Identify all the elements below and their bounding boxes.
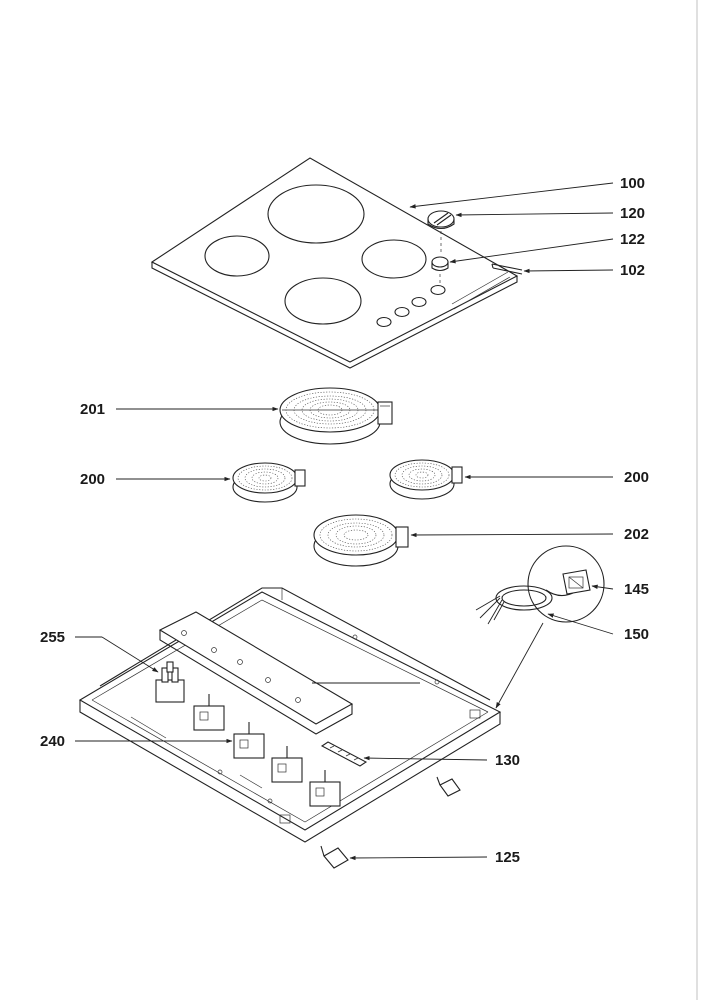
trim-profile <box>491 263 523 275</box>
radiant-heating-element-small-right <box>389 459 463 500</box>
callout-201: 201 <box>80 401 105 418</box>
callout-102: 102 <box>620 262 645 279</box>
energy-regulator-3 <box>271 746 303 783</box>
callout-200-right: 200 <box>624 469 649 486</box>
mains-cable-detail <box>475 545 605 625</box>
energy-regulator-2 <box>233 722 265 759</box>
switch-mounting-bar <box>158 611 354 735</box>
leader-lines <box>75 182 614 861</box>
callout-150: 150 <box>624 626 649 643</box>
radiant-heating-element-large <box>279 387 393 445</box>
fixing-clip-1 <box>436 776 461 797</box>
switch-assembly <box>155 661 185 703</box>
callout-240: 240 <box>40 733 65 750</box>
callout-255: 255 <box>40 629 65 646</box>
callout-120: 120 <box>620 205 645 222</box>
glass-ceramic-hob-top <box>150 157 519 369</box>
control-knob <box>427 210 455 254</box>
terminal-strip <box>320 741 368 767</box>
fixing-clip-2 <box>320 845 349 869</box>
callout-202: 202 <box>624 526 649 543</box>
callout-200-left: 200 <box>80 471 105 488</box>
callout-100: 100 <box>620 175 645 192</box>
radiant-heating-element-small-left <box>232 462 306 503</box>
callout-145: 145 <box>624 581 649 598</box>
energy-regulator-1 <box>193 694 225 731</box>
energy-regulator-4 <box>309 770 341 807</box>
callout-122: 122 <box>620 231 645 248</box>
hob-base-frame <box>78 587 502 843</box>
radiant-heating-element-medium <box>313 514 409 567</box>
knob-ring <box>431 256 449 286</box>
callout-125: 125 <box>495 849 520 866</box>
callout-130: 130 <box>495 752 520 769</box>
